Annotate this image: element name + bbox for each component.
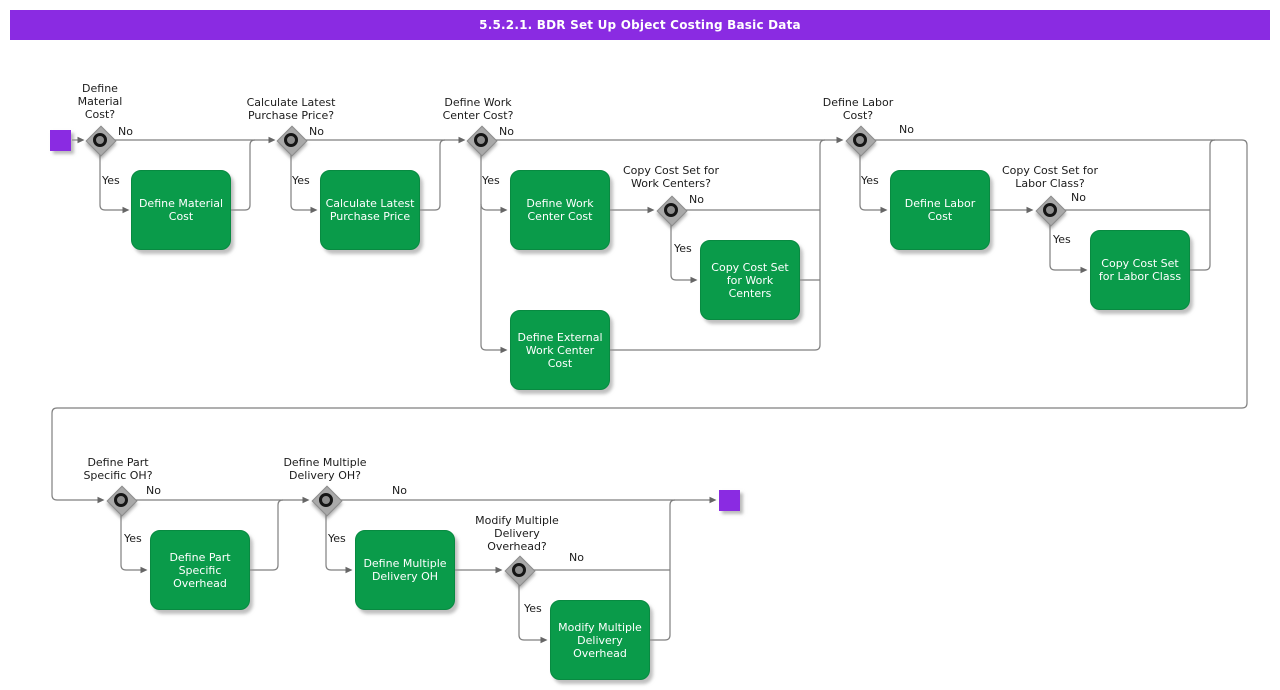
branch-label-yes: Yes <box>1053 233 1071 246</box>
branch-label-no: No <box>569 551 584 564</box>
branch-label-no: No <box>689 193 704 206</box>
gateway-define-multiple-delivery-oh <box>311 485 343 517</box>
gateway-circle-icon <box>474 133 488 147</box>
activity-copy-cost-set-for-labor-class[interactable]: Copy Cost Set for Labor Class <box>1090 230 1190 310</box>
flow-edge <box>290 154 318 214</box>
decision-label: Define Multiple Delivery OH? <box>283 456 367 482</box>
decision-label: Define Part Specific OH? <box>83 456 153 482</box>
gateway-define-work-center-cost <box>466 125 498 157</box>
branch-label-no: No <box>899 123 914 136</box>
activity-define-labor-cost[interactable]: Define Labor Cost <box>890 170 990 250</box>
flow-edge <box>1049 224 1088 274</box>
branch-label-yes: Yes <box>102 174 120 187</box>
flow-edge <box>420 139 446 211</box>
activity-label: Define Part Specific Overhead <box>169 550 231 590</box>
gateway-circle-icon <box>319 493 333 507</box>
branch-label-no: No <box>146 484 161 497</box>
activity-define-material-cost[interactable]: Define Material Cost <box>131 170 231 250</box>
activity-label: Define Labor Cost <box>904 197 976 223</box>
activity-define-external-work-center-cost[interactable]: Define External Work Center Cost <box>510 310 610 390</box>
flow-edge <box>51 139 1248 504</box>
flow-edge <box>325 514 353 574</box>
flow-edge <box>1190 139 1216 271</box>
activity-calculate-latest-purchase-price[interactable]: Calculate Latest Purchase Price <box>320 170 420 250</box>
flow-edge <box>99 154 130 214</box>
gateway-define-labor-cost <box>845 125 877 157</box>
branch-label-yes: Yes <box>328 532 346 545</box>
decision-label: Define Labor Cost? <box>822 96 894 122</box>
decision-label: Modify Multiple Delivery Overhead? <box>475 514 559 553</box>
activity-define-multiple-delivery-oh[interactable]: Define Multiple Delivery OH <box>355 530 455 610</box>
branch-label-yes: Yes <box>482 174 500 187</box>
branch-label-no: No <box>118 125 133 138</box>
branch-label-yes: Yes <box>674 242 692 255</box>
page-title: 5.5.2.1. BDR Set Up Object Costing Basic… <box>479 18 801 32</box>
branch-label-yes: Yes <box>524 602 542 615</box>
activity-label: Define Multiple Delivery OH <box>363 557 447 583</box>
gateway-circle-icon <box>853 133 867 147</box>
branch-label-no: No <box>499 125 514 138</box>
flow-edge <box>480 154 508 354</box>
activity-copy-cost-set-for-work-centers[interactable]: Copy Cost Set for Work Centers <box>700 240 800 320</box>
activity-label: Copy Cost Set for Labor Class <box>1098 257 1182 283</box>
gateway-define-material-cost <box>85 125 117 157</box>
decision-label: Calculate Latest Purchase Price? <box>246 96 336 122</box>
gateway-circle-icon <box>1043 203 1057 217</box>
activity-label: Modify Multiple Delivery Overhead <box>558 620 642 660</box>
gateway-circle-icon <box>93 133 107 147</box>
gateway-calculate-latest-purchase-price <box>276 125 308 157</box>
gateway-circle-icon <box>664 203 678 217</box>
activity-label: Copy Cost Set for Work Centers <box>711 260 789 300</box>
end-node-icon <box>719 490 740 511</box>
flow-edge <box>120 514 148 574</box>
activity-define-part-specific-overhead[interactable]: Define Part Specific Overhead <box>150 530 250 610</box>
activity-define-work-center-cost[interactable]: Define Work Center Cost <box>510 170 610 250</box>
branch-label-yes: Yes <box>124 532 142 545</box>
gateway-circle-icon <box>284 133 298 147</box>
activity-label: Define Material Cost <box>138 197 224 223</box>
activity-modify-multiple-delivery-overhead[interactable]: Modify Multiple Delivery Overhead <box>550 600 650 680</box>
decision-label: Copy Cost Set for Work Centers? <box>622 164 720 190</box>
gateway-copy-cost-set-work-centers <box>656 195 688 227</box>
flow-edge <box>670 224 698 284</box>
decision-label: Define Work Center Cost? <box>442 96 514 122</box>
start-node-icon <box>50 130 71 151</box>
gateway-circle-icon <box>512 563 526 577</box>
branch-label-no: No <box>309 125 324 138</box>
activity-label: Calculate Latest Purchase Price <box>325 197 415 223</box>
title-bar: 5.5.2.1. BDR Set Up Object Costing Basic… <box>10 10 1270 40</box>
flow-edge <box>518 584 548 644</box>
activity-label: Define Work Center Cost <box>526 197 594 223</box>
branch-label-yes: Yes <box>292 174 310 187</box>
flow-edge <box>480 203 508 214</box>
flow-edge <box>231 139 256 211</box>
branch-label-yes: Yes <box>861 174 879 187</box>
gateway-copy-cost-set-labor-class <box>1035 195 1067 227</box>
branch-label-no: No <box>392 484 407 497</box>
gateway-circle-icon <box>114 493 128 507</box>
gateway-define-part-specific-oh <box>106 485 138 517</box>
activity-label: Define External Work Center Cost <box>517 330 603 370</box>
decision-label: Define Material Cost? <box>77 82 123 121</box>
branch-label-no: No <box>1071 191 1086 204</box>
gateway-modify-multiple-delivery-overhead <box>504 555 536 587</box>
flow-edge <box>859 154 888 214</box>
decision-label: Copy Cost Set for Labor Class? <box>1001 164 1099 190</box>
flow-edge <box>250 499 284 571</box>
